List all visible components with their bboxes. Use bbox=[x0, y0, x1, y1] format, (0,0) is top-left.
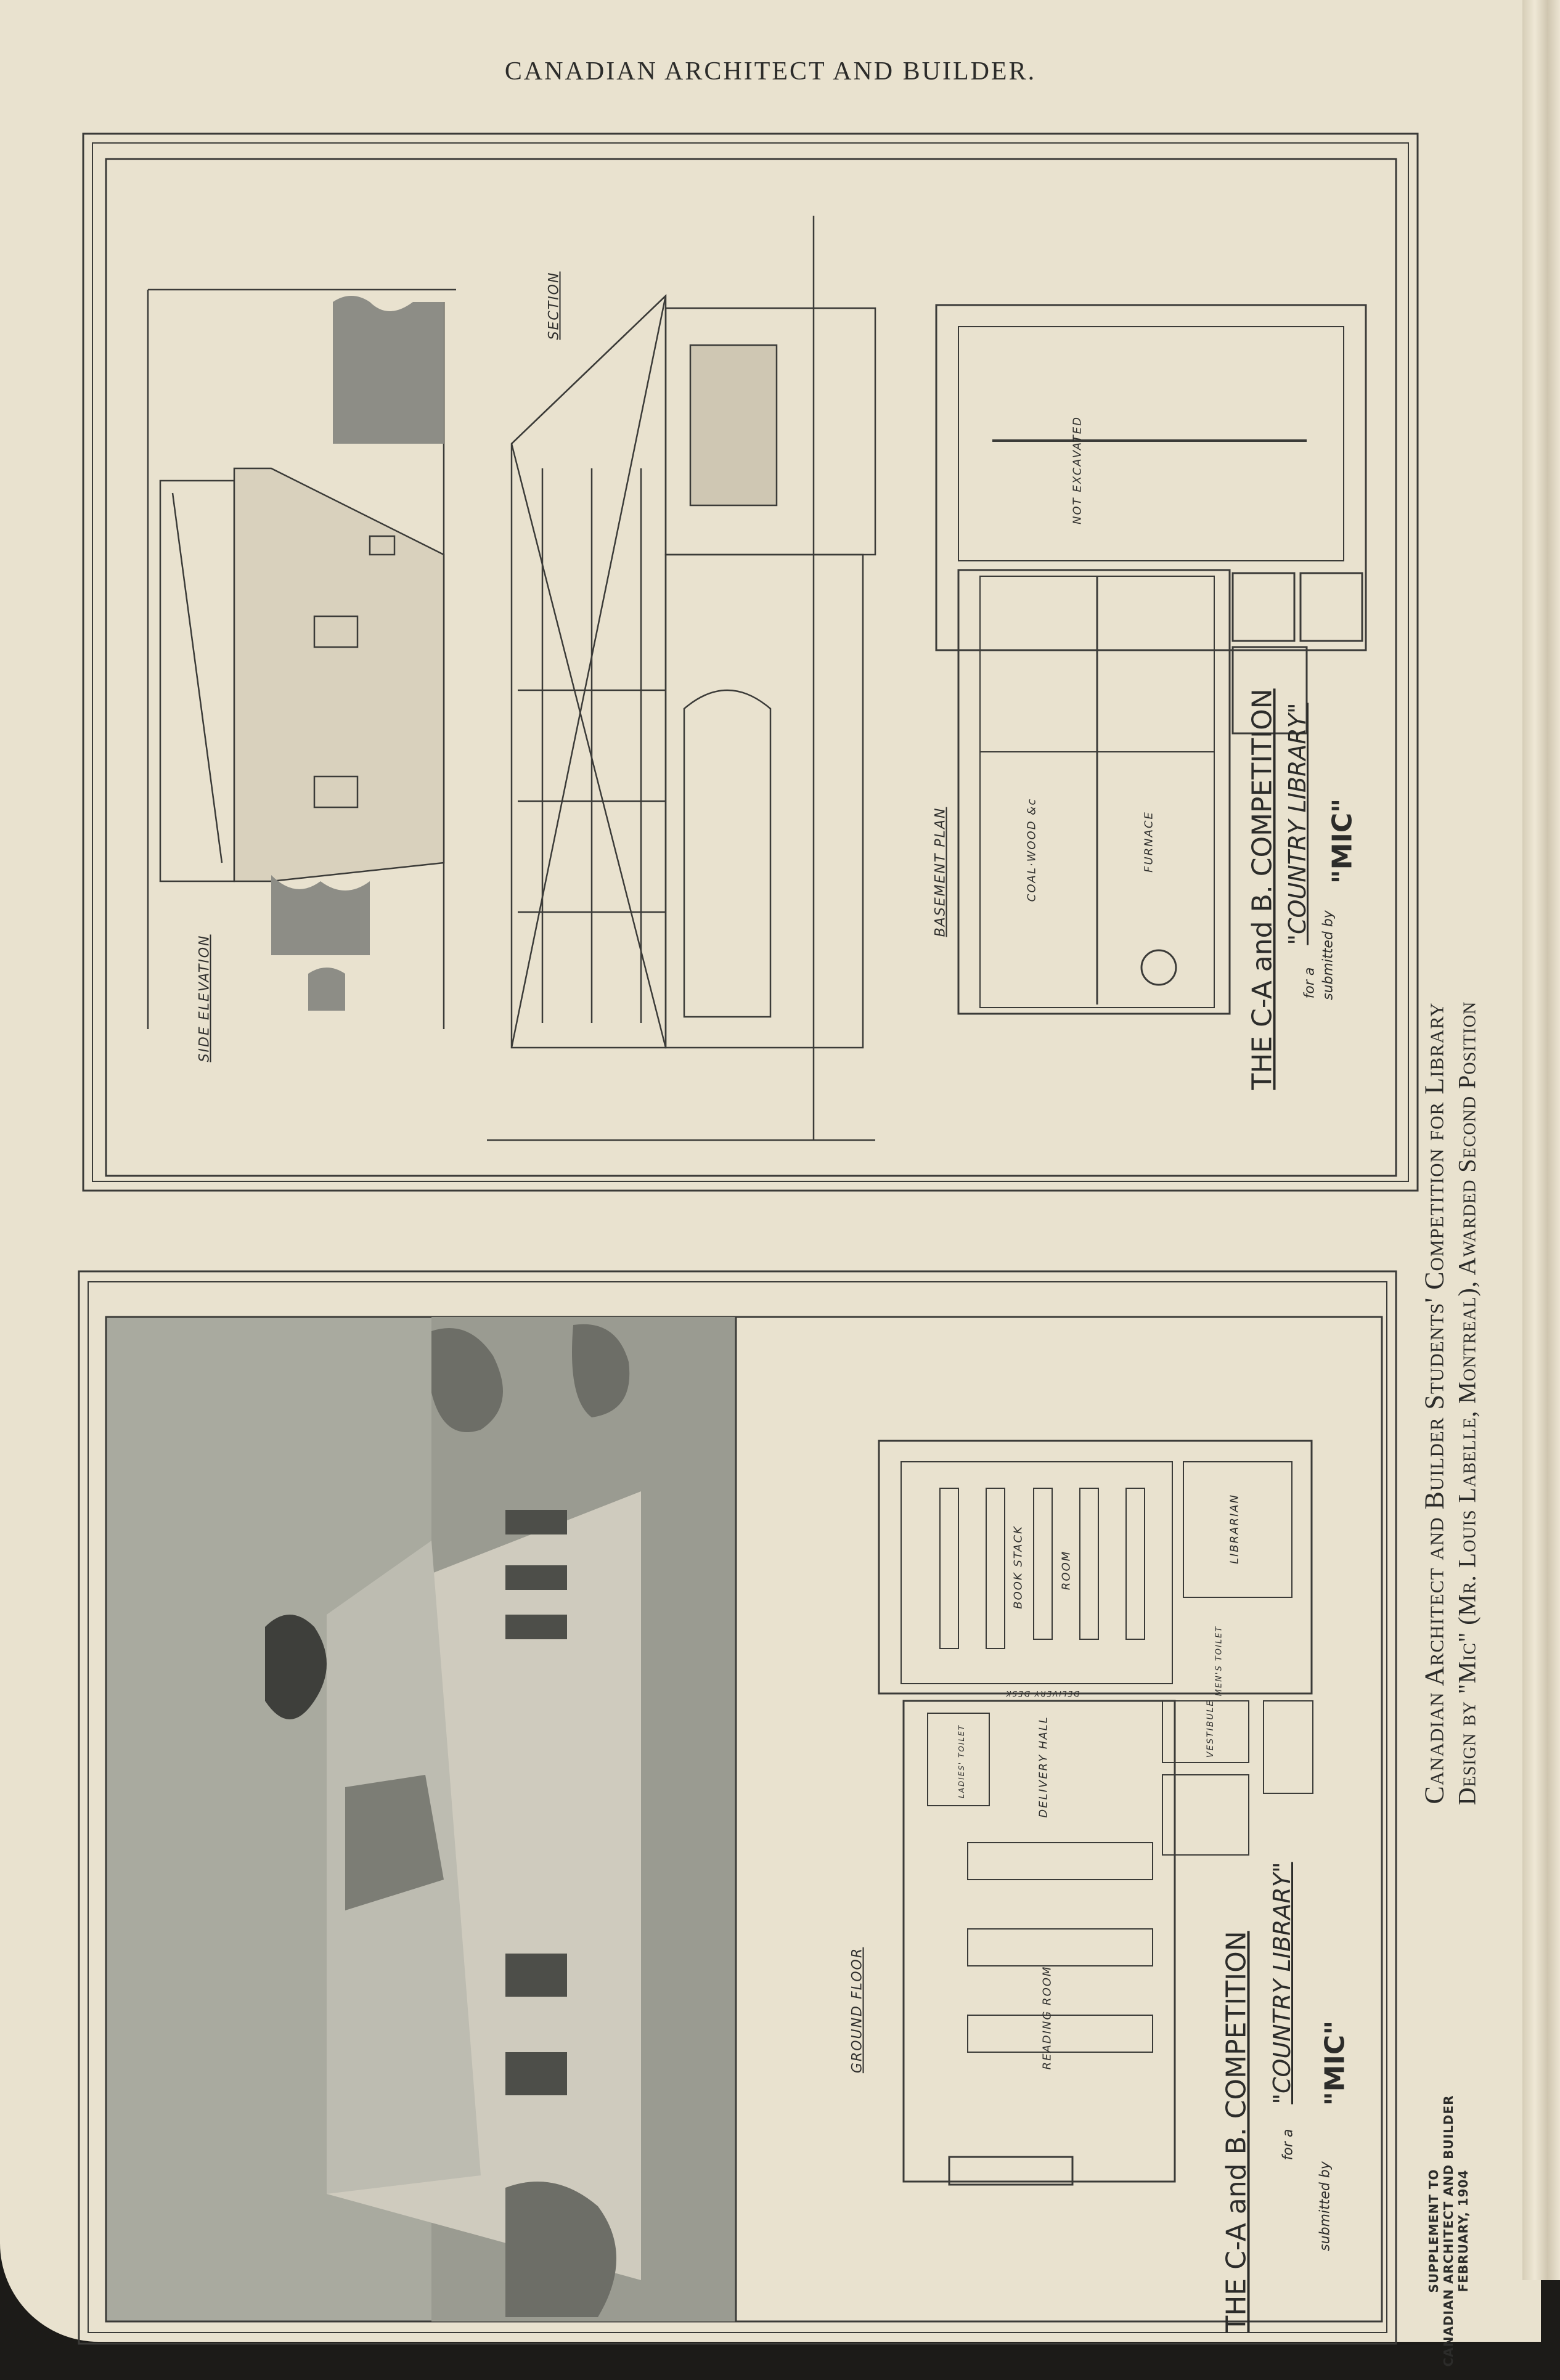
room-furnace: FURNACE bbox=[1142, 811, 1156, 873]
delivery-desk-label: DELIVERY DESK bbox=[1005, 1689, 1080, 1698]
upper-author: "MIC" bbox=[1326, 798, 1358, 884]
supplement-line-2: CANADIAN ARCHITECT AND BUILDER bbox=[1441, 2095, 1456, 2367]
upper-competition-title: THE C-A and B. COMPETITION bbox=[1246, 688, 1278, 1090]
lower-author: "MIC" bbox=[1319, 2020, 1351, 2106]
lower-submitted-by: submitted by bbox=[1317, 2161, 1333, 2251]
room-book-stack-room: ROOM bbox=[1060, 1550, 1073, 1591]
lower-project-name: "COUNTRY LIBRARY" bbox=[1268, 1862, 1296, 2105]
lower-competition-title: THE C-A and B. COMPETITION bbox=[1220, 1931, 1252, 2333]
basement-plan-drawing bbox=[935, 304, 1367, 1015]
supplement-line-3: FEBRUARY, 1904 bbox=[1456, 2169, 1471, 2292]
room-coal-wood: COAL·WOOD &c bbox=[1025, 797, 1039, 902]
room-delivery-hall: DELIVERY HALL bbox=[1037, 1716, 1050, 1818]
section-label: SECTION bbox=[546, 271, 562, 340]
side-elevation-drawing bbox=[147, 288, 456, 1029]
room-vestibule: VESTIBULE bbox=[1206, 1699, 1215, 1758]
supplement-note: SUPPLEMENT TO CANADIAN ARCHITECT AND BUI… bbox=[1426, 2095, 1471, 2366]
room-not-excavated: NOT EXCAVATED bbox=[1071, 415, 1084, 525]
room-librarian: LIBRARIAN bbox=[1228, 1493, 1241, 1565]
caption-line-2: Design by "Mic" (Mr. Louis Labelle, Mont… bbox=[1453, 1001, 1481, 1806]
supplement-line-1: SUPPLEMENT TO bbox=[1426, 2169, 1441, 2293]
upper-sheet-frame bbox=[82, 132, 1419, 1192]
perspective-rendering bbox=[105, 1316, 737, 2323]
room-ladies-toilet: LADIES' TOILET bbox=[957, 1724, 966, 1798]
section-drawing bbox=[487, 216, 876, 1141]
upper-project-name: "COUNTRY LIBRARY" bbox=[1284, 703, 1311, 945]
side-elevation-label: SIDE ELEVATION bbox=[197, 934, 213, 1062]
room-mens-toilet: MEN'S TOILET bbox=[1214, 1625, 1224, 1697]
caption-line-1: Canadian Architect and Builder Students'… bbox=[1419, 1002, 1450, 1804]
ground-floor-label: GROUND FLOOR bbox=[849, 1947, 865, 2074]
page-edge bbox=[1522, 0, 1560, 2280]
upper-for-a: for a bbox=[1302, 967, 1318, 999]
ground-floor-plan-drawing bbox=[878, 1440, 1313, 2186]
basement-plan-label: BASEMENT PLAN bbox=[933, 807, 949, 937]
upper-submitted-by: submitted by bbox=[1320, 910, 1336, 1000]
room-book-stack: BOOK STACK bbox=[1011, 1525, 1025, 1609]
room-reading-room: READING ROOM bbox=[1040, 1965, 1054, 2070]
lower-for-a: for a bbox=[1280, 2129, 1296, 2161]
journal-header: CANADIAN ARCHITECT AND BUILDER. bbox=[504, 57, 1037, 86]
